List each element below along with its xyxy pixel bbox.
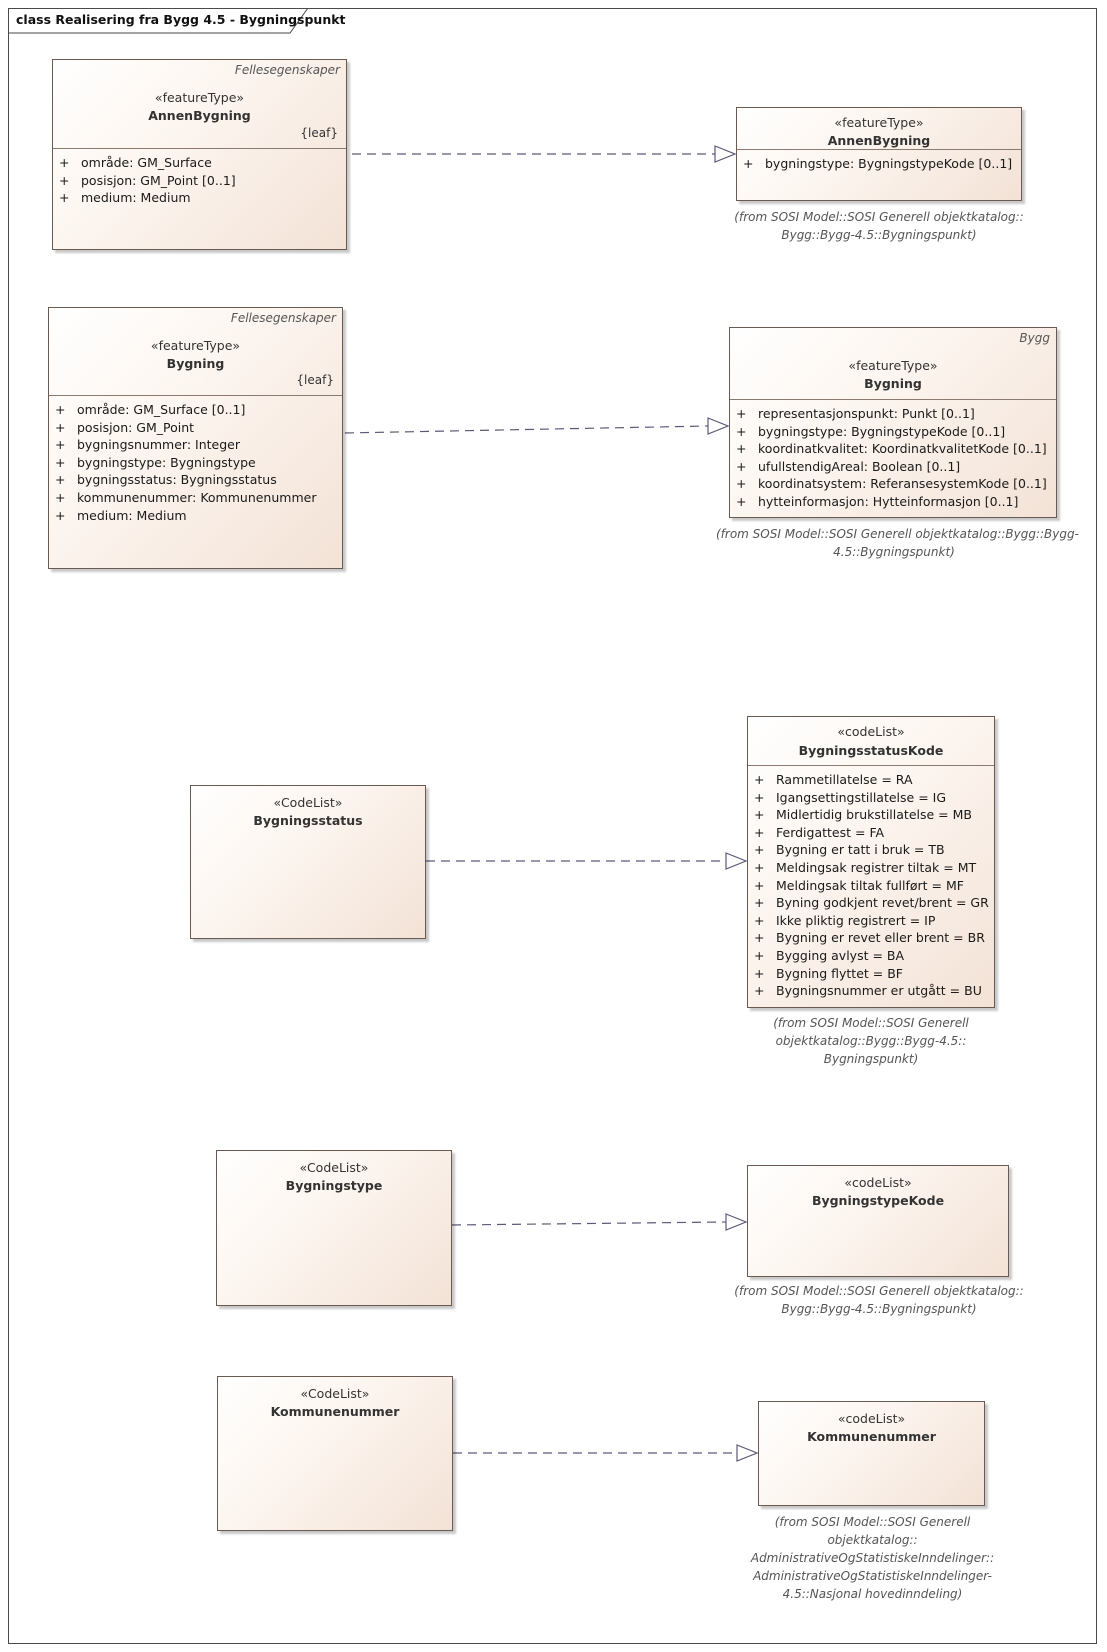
frame-tab-outline — [8, 8, 308, 34]
from-note-kommunenummer: (from SOSI Model::SOSI Generell objektka… — [750, 1515, 995, 1601]
diagram-title: class Realisering fra Bygg 4.5 - Bygning… — [16, 12, 346, 27]
class-kommunenummer-kode[interactable]: «codeList» Kommunenummer — [758, 1401, 985, 1506]
class-header: «CodeList» Bygningstype — [217, 1151, 451, 1195]
attribute: +bygningsstatus: Bygningsstatus — [55, 472, 277, 488]
class-annenbygning-bygg[interactable]: «featureType» AnnenBygning +bygningstype… — [736, 107, 1022, 201]
arrowhead-bygningstype — [725, 1213, 748, 1231]
attribute: +posisjon: GM_Point [0..1] — [59, 172, 236, 188]
class-name: Bygning — [166, 356, 225, 371]
attribute-list: +Rammetillatelse = RA +Igangsettingstill… — [748, 766, 994, 1000]
class-header: «codeList» BygningsstatusKode — [748, 717, 994, 766]
code-value: +Byning godkjent revet/brent = GR — [754, 895, 989, 911]
class-header: «featureType» AnnenBygning — [737, 108, 1021, 150]
package-label: Fellesegenskaper — [230, 311, 336, 325]
class-bygningsstatus[interactable]: «CodeList» Bygningsstatus — [190, 785, 426, 939]
code-value: +Ferdigattest = FA — [754, 824, 885, 840]
diagram-frame — [8, 8, 1097, 1644]
code-value: +Ikke pliktig registrert = IP — [754, 912, 936, 928]
attribute: +koordinatsystem: ReferansesystemKode [0… — [736, 476, 1047, 492]
attribute: +hytteinformasjon: Hytteinformasjon [0..… — [736, 493, 1019, 509]
stereotype-label: «codeList» — [837, 1411, 906, 1426]
arrowhead-annenbygning — [714, 145, 737, 163]
link-bygning[interactable] — [344, 425, 709, 434]
stereotype-label: «featureType» — [150, 338, 241, 353]
class-bygningstype[interactable]: «CodeList» Bygningstype — [216, 1150, 452, 1306]
class-name: AnnenBygning — [148, 108, 251, 123]
code-value: +Midlertidig brukstillatelse = MB — [754, 807, 972, 823]
code-value: +Bygging avlyst = BA — [754, 947, 905, 963]
class-header: Fellesegenskaper «featureType» Bygning {… — [49, 308, 342, 396]
class-header: «codeList» BygningstypeKode — [748, 1166, 1008, 1210]
stereotype-label: «codeList» — [837, 724, 905, 739]
class-bygningsstatuskode[interactable]: «codeList» BygningsstatusKode +Rammetill… — [747, 716, 995, 1008]
attribute-list: +område: GM_Surface +posisjon: GM_Point … — [53, 149, 346, 207]
leaf-tag: {leaf} — [300, 126, 338, 140]
class-bygning-fellesegenskaper[interactable]: Fellesegenskaper «featureType» Bygning {… — [48, 307, 343, 569]
attribute: +koordinatkvalitet: KoordinatkvalitetKod… — [736, 441, 1047, 457]
from-note-bygningsstatuskode: (from SOSI Model::SOSI Generell objektka… — [773, 1016, 969, 1066]
code-value: +Bygning flyttet = BF — [754, 965, 903, 981]
class-name: AnnenBygning — [827, 133, 931, 148]
attribute: +medium: Medium — [59, 190, 191, 206]
attribute-list: +bygningstype: BygningstypeKode [0..1] — [737, 150, 1021, 173]
attribute: +område: GM_Surface [0..1] — [55, 402, 246, 417]
class-kommunenummer-codelist[interactable]: «CodeList» Kommunenummer — [217, 1376, 453, 1531]
package-label: Bygg — [1019, 331, 1050, 345]
attribute: +bygningstype: BygningstypeKode [0..1] — [736, 423, 1006, 439]
code-value: +Bygning er tatt i bruk = TB — [754, 842, 945, 858]
stereotype-label: «CodeList» — [300, 1386, 370, 1401]
attribute: +representasjonspunkt: Punkt [0..1] — [736, 406, 975, 421]
code-value: +Meldingsak registrer tiltak = MT — [754, 859, 977, 875]
attribute: +ufullstendigAreal: Boolean [0..1] — [736, 458, 961, 474]
stereotype-label: «CodeList» — [273, 795, 343, 810]
stereotype-label: «featureType» — [834, 115, 924, 130]
leaf-tag: {leaf} — [296, 373, 334, 387]
class-name: Kommunenummer — [807, 1429, 936, 1444]
attribute: +bygningstype: Bygningstype — [55, 454, 256, 470]
attribute: +kommunenummer: Kommunenummer — [55, 489, 317, 505]
from-note-annenbygning: (from SOSI Model::SOSI Generell objektka… — [734, 210, 1024, 242]
attribute: +område: GM_Surface — [59, 155, 212, 170]
code-value: +Bygning er revet eller brent = BR — [754, 930, 985, 946]
arrowhead-kommunenummer — [736, 1444, 759, 1462]
attribute-list: +representasjonspunkt: Punkt [0..1] +byg… — [730, 400, 1056, 511]
class-bygning-bygg[interactable]: Bygg «featureType» Bygning +representasj… — [729, 327, 1057, 518]
class-annenbygning-fellesegenskaper[interactable]: Fellesegenskaper «featureType» AnnenBygn… — [52, 59, 347, 250]
attribute: +bygningsnummer: Integer — [55, 437, 240, 453]
stereotype-label: «codeList» — [844, 1175, 912, 1190]
class-header: «CodeList» Bygningsstatus — [191, 786, 425, 830]
stereotype-label: «CodeList» — [299, 1160, 369, 1175]
class-header: Fellesegenskaper «featureType» AnnenBygn… — [53, 60, 346, 149]
package-label: Fellesegenskaper — [234, 63, 340, 77]
code-value: +Meldingsak tiltak fullført = MF — [754, 877, 964, 893]
attribute: +posisjon: GM_Point — [55, 419, 195, 435]
class-header: Bygg «featureType» Bygning — [730, 328, 1056, 400]
code-value: +Bygningsnummer er utgått = BU — [754, 983, 982, 999]
attribute: +medium: Medium — [55, 507, 187, 523]
stereotype-label: «featureType» — [154, 90, 245, 105]
arrowhead-bygningsstatus — [725, 852, 748, 870]
class-bygningstypekode[interactable]: «codeList» BygningstypeKode — [747, 1165, 1009, 1277]
class-name: BygningsstatusKode — [798, 743, 944, 758]
class-header: «CodeList» Kommunenummer — [218, 1377, 452, 1421]
from-note-bygningstypekode: (from SOSI Model::SOSI Generell objektka… — [734, 1284, 1024, 1316]
stereotype-label: «featureType» — [848, 358, 938, 373]
attribute-list: +område: GM_Surface [0..1] +posisjon: GM… — [49, 396, 342, 524]
class-name: Bygning — [864, 376, 922, 391]
class-name: Bygningstype — [285, 1178, 383, 1193]
class-header: «codeList» Kommunenummer — [759, 1402, 984, 1446]
attribute: +bygningstype: BygningstypeKode [0..1] — [743, 156, 1013, 171]
from-note-bygning: (from SOSI Model::SOSI Generell objektka… — [716, 527, 1079, 559]
link-bygningstype[interactable] — [451, 1221, 727, 1226]
code-value: +Rammetillatelse = RA — [754, 772, 913, 787]
class-name: Kommunenummer — [270, 1404, 400, 1419]
class-name: BygningstypeKode — [811, 1193, 945, 1208]
code-value: +Igangsettingstillatelse = IG — [754, 789, 947, 805]
class-name: Bygningsstatus — [253, 813, 363, 828]
arrowhead-bygning — [707, 417, 730, 435]
